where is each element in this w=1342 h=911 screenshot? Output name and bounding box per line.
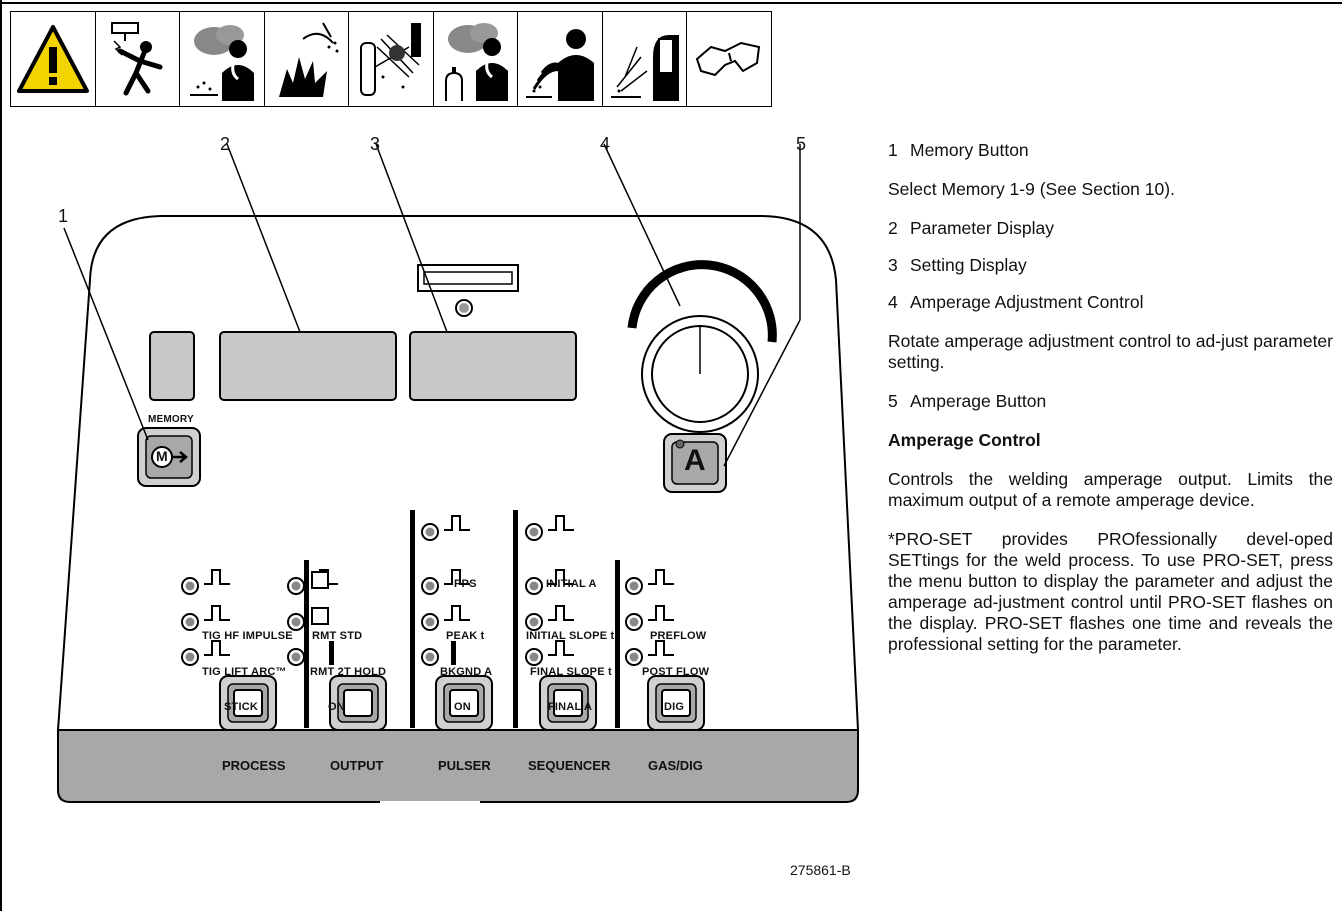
item-4-title: Amperage Adjustment Control — [910, 292, 1144, 312]
panel-glyph-11 — [648, 640, 674, 656]
item-5-title: Amperage Button — [910, 391, 1047, 411]
amperage-control-heading: Amperage Control — [888, 430, 1041, 450]
label-tig-hf-impulse: TIG HF IMPULSE — [202, 630, 293, 642]
panel-glyph-5 — [548, 515, 574, 531]
safety-glasses-icon — [686, 11, 772, 107]
label-bkgnd-a: BKGND A — [440, 666, 493, 678]
amperage-button-letter: A — [684, 444, 706, 477]
pro-set-para: *PRO-SET provides PROfessionally devel-o… — [888, 529, 1333, 654]
callout-2: 2 — [220, 134, 231, 154]
output-on-bar — [329, 641, 334, 665]
item-3-title: Setting Display — [910, 255, 1027, 275]
panel-glyph-0 — [204, 569, 230, 585]
item-1-text: Select Memory 1-9 (See Section 10). — [888, 179, 1175, 199]
memory-button-letter: M — [156, 448, 168, 464]
label-stick: STICK — [224, 701, 258, 713]
footer-sequencer: SEQUENCER — [528, 758, 611, 773]
arc-explosion-icon — [263, 11, 350, 107]
warning-triangle-icon — [10, 11, 96, 107]
emf-pacemaker-icon — [517, 11, 603, 107]
label-pulser-on: ON — [454, 701, 471, 713]
amperage-adjustment-knob[interactable] — [642, 316, 758, 432]
footer-gas-dig: GAS/DIG — [648, 758, 703, 773]
process-button[interactable] — [219, 675, 277, 731]
panel-glyph-9 — [648, 569, 674, 585]
footer-process: PROCESS — [222, 758, 286, 773]
panel-drawing — [56, 143, 860, 803]
item-2-title: Parameter Display — [910, 218, 1054, 238]
callout-1: 1 — [58, 206, 69, 226]
item-1-title: Memory Button — [910, 140, 1029, 160]
hazard-symbol-strip — [10, 11, 772, 107]
label-dig: DIG — [664, 701, 685, 713]
panel-glyph-7 — [548, 605, 574, 621]
rmt-2t-box — [311, 607, 329, 625]
label-output-on: ON — [328, 701, 345, 713]
memory-button[interactable]: M — [138, 428, 200, 486]
control-panel-figure: 1 2 3 4 5 MEMORY M A TIG HF IMPULSE TIG … — [0, 110, 880, 850]
pulser-on-bar — [451, 641, 456, 665]
panel-glyph-3 — [444, 569, 470, 585]
electric-shock-icon — [94, 11, 181, 107]
panel-glyph-4 — [444, 605, 470, 621]
label-rmt-std: RMT STD — [312, 630, 363, 642]
panel-glyph-13 — [204, 640, 230, 656]
footer-output: OUTPUT — [330, 758, 384, 773]
panel-glyph-6 — [548, 569, 574, 585]
label-initial-slope-t: INITIAL SLOPE t — [526, 630, 615, 642]
label-pps: PPS — [454, 578, 477, 590]
item-4-text: Rotate amperage adjustment control to ad… — [888, 331, 1333, 372]
callout-5: 5 — [796, 134, 807, 154]
panel-glyph-2 — [444, 515, 470, 531]
label-peak-t: PEAK t — [446, 630, 485, 642]
callout-3: 3 — [370, 134, 381, 154]
label-post-flow: POST FLOW — [642, 666, 710, 678]
amperage-control-para: Controls the welding amperage output. Li… — [888, 469, 1333, 510]
rmt-std-box — [311, 571, 329, 589]
memory-label: MEMORY — [148, 414, 194, 425]
sequencer-button[interactable] — [539, 675, 597, 731]
gas-dig-button[interactable] — [647, 675, 705, 731]
label-tig-lift-arc: TIG LIFT ARC™ — [202, 666, 287, 678]
pulser-button[interactable] — [435, 675, 493, 731]
figure-id: 275861-B — [790, 862, 851, 878]
amperage-button[interactable]: A — [664, 434, 726, 492]
label-rmt-2t-hold: RMT 2T HOLD — [310, 666, 387, 678]
fumes-gases-icon — [179, 11, 265, 107]
fumes-gases-2-icon — [432, 11, 519, 107]
label-preflow: PREFLOW — [650, 630, 707, 642]
label-final-a: FINAL A — [548, 701, 593, 713]
cylinder-explode-icon — [348, 11, 434, 107]
left-border — [0, 0, 2, 911]
panel-glyph-10 — [648, 605, 674, 621]
output-button[interactable] — [329, 675, 387, 731]
callout-4: 4 — [600, 134, 611, 154]
arc-rays-icon — [601, 11, 688, 107]
label-initial-a: INITIAL A — [546, 578, 597, 590]
panel-glyph-12 — [204, 605, 230, 621]
footer-pulser: PULSER — [438, 758, 491, 773]
label-final-slope-t: FINAL SLOPE t — [530, 666, 612, 678]
top-border — [0, 2, 1342, 4]
panel-glyph-8 — [548, 640, 574, 656]
